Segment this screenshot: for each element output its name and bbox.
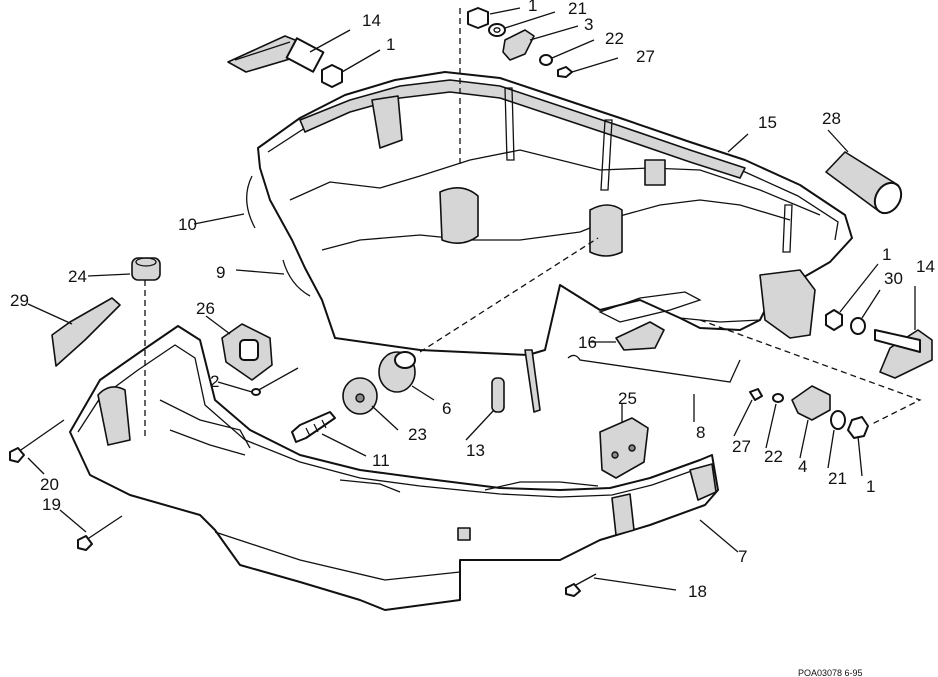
alignment-line-stud bbox=[419, 237, 599, 353]
callout-c9: 9 bbox=[216, 263, 225, 282]
callout-c29: 29 bbox=[10, 291, 29, 310]
callout-c1b: 1 bbox=[528, 0, 537, 15]
callout-c19: 19 bbox=[42, 495, 61, 514]
bracket-part-25 bbox=[599, 417, 649, 479]
seal-strip-part-9 bbox=[282, 259, 311, 297]
callout-c8: 8 bbox=[696, 423, 705, 442]
bolt-part-20 bbox=[9, 419, 65, 463]
grommet-part-26 bbox=[221, 323, 273, 381]
callout-c30: 30 bbox=[884, 269, 903, 288]
callout-c22a: 22 bbox=[605, 29, 624, 48]
nut-part-1-left bbox=[321, 64, 343, 88]
callout-c27a: 27 bbox=[636, 47, 655, 66]
screw-part-18 bbox=[565, 573, 597, 597]
callout-c14b: 14 bbox=[916, 257, 935, 276]
alignment-line-right bbox=[699, 319, 922, 426]
grommet-part-24 bbox=[131, 257, 161, 281]
callout-c15: 15 bbox=[758, 113, 777, 132]
latch-handle-part-14-right bbox=[874, 329, 933, 379]
seal-strip-part-10 bbox=[246, 175, 256, 229]
callout-c4: 4 bbox=[798, 457, 807, 476]
sleeve-part-28 bbox=[825, 151, 903, 215]
screw-part-11 bbox=[291, 411, 336, 443]
callout-c6: 6 bbox=[442, 399, 451, 418]
callout-c26: 26 bbox=[196, 299, 215, 318]
callout-c11: 11 bbox=[372, 451, 390, 470]
latch-hardware-right bbox=[749, 385, 869, 439]
callout-c3: 3 bbox=[584, 15, 593, 34]
callout-c18: 18 bbox=[688, 582, 707, 601]
callout-c1a: 1 bbox=[386, 35, 395, 54]
drawing-code: POA03078 6-95 bbox=[798, 668, 863, 677]
clip-part-13 bbox=[491, 377, 505, 413]
bolt-part-19 bbox=[77, 515, 123, 551]
nut-and-washer-right bbox=[825, 309, 866, 335]
leader-lines bbox=[27, 7, 916, 591]
latch-handle-part-14-top bbox=[227, 35, 325, 73]
callout-c2: 2 bbox=[210, 372, 219, 391]
callout-c21b: 21 bbox=[828, 469, 847, 488]
gasket-part-8 bbox=[567, 354, 741, 383]
callout-c28: 28 bbox=[822, 109, 841, 128]
seal-part-29 bbox=[51, 297, 121, 367]
callout-c13: 13 bbox=[466, 441, 485, 460]
callout-c27b: 27 bbox=[732, 437, 751, 456]
callout-c23: 23 bbox=[408, 425, 427, 444]
pad-part-16 bbox=[615, 321, 665, 351]
latch-hardware-top-right bbox=[467, 7, 573, 78]
washer-part-23 bbox=[342, 377, 378, 415]
callout-c22b: 22 bbox=[764, 447, 783, 466]
callout-c25: 25 bbox=[618, 389, 637, 408]
callout-c1c: 1 bbox=[882, 245, 891, 264]
callout-c7: 7 bbox=[738, 547, 747, 566]
callout-c10: 10 bbox=[178, 215, 197, 234]
callout-c16: 16 bbox=[578, 333, 597, 352]
stud-part-6 bbox=[378, 351, 416, 393]
upper-cowling-part-15 bbox=[257, 71, 853, 413]
callout-c21a: 21 bbox=[568, 0, 587, 18]
callout-c24: 24 bbox=[68, 267, 87, 286]
lower-cowling-part-7 bbox=[69, 325, 719, 611]
callout-c1d: 1 bbox=[866, 477, 875, 496]
callout-c14a: 14 bbox=[362, 11, 381, 30]
callout-c20: 20 bbox=[40, 475, 59, 494]
